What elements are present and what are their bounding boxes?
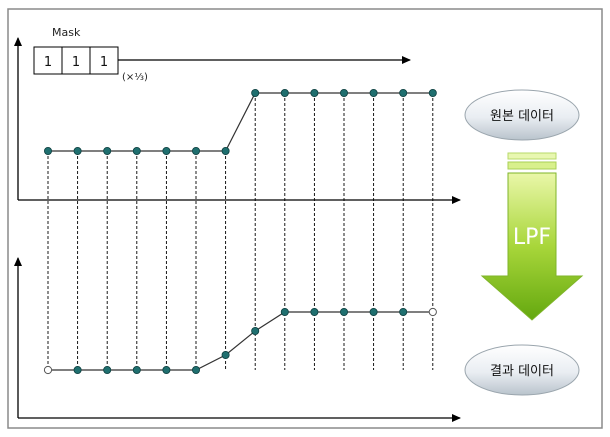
sample-point — [103, 365, 112, 374]
sample-point — [339, 89, 348, 98]
sample-point — [280, 307, 289, 316]
sample-point — [339, 307, 348, 316]
sample-point — [251, 326, 260, 335]
result-data-node: 결과 데이터 — [464, 344, 580, 396]
result-data-label: 결과 데이터 — [490, 364, 554, 379]
original-data-label: 원본 데이터 — [490, 109, 554, 124]
sample-point — [251, 89, 260, 98]
mask-cell-2: 1 — [72, 55, 80, 70]
sample-point — [428, 307, 437, 317]
sample-point — [399, 89, 408, 98]
sample-point — [310, 307, 319, 316]
lpf-arrow-body — [480, 172, 584, 321]
signal-line — [48, 311, 433, 371]
sample-point — [428, 89, 437, 98]
sample-point — [399, 307, 408, 316]
filtered-signal — [43, 307, 437, 375]
sample-point — [132, 365, 141, 374]
mask-label: Mask — [52, 26, 81, 39]
original-signal — [44, 89, 437, 155]
mask-box: 1 1 1 — [33, 46, 119, 75]
lpf-band-2 — [507, 161, 557, 170]
mask-cell-3: 1 — [100, 55, 108, 70]
sample-guide-lines — [47, 93, 434, 370]
signal-line — [48, 92, 433, 152]
lpf-arrow: LPF — [480, 152, 584, 321]
sample-point — [310, 89, 319, 98]
sample-point — [369, 89, 378, 98]
sample-point — [162, 146, 171, 155]
sample-point — [280, 89, 289, 98]
original-data-node: 원본 데이터 — [464, 89, 580, 141]
lpf-label: LPF — [513, 225, 551, 250]
sample-point — [132, 146, 141, 155]
mask-scale: (×⅓) — [122, 72, 148, 83]
sample-point — [43, 365, 53, 375]
sample-point — [221, 350, 230, 359]
sample-point — [162, 365, 171, 374]
sample-point — [73, 365, 82, 374]
sample-point — [44, 146, 53, 155]
lpf-band-1 — [507, 152, 557, 160]
sample-point — [73, 146, 82, 155]
sample-point — [221, 146, 230, 155]
sample-point — [191, 146, 200, 155]
outer-frame — [7, 8, 603, 429]
mask-cell-1: 1 — [44, 55, 52, 70]
sample-point — [191, 365, 200, 374]
sample-point — [369, 307, 378, 316]
sample-point — [103, 146, 112, 155]
